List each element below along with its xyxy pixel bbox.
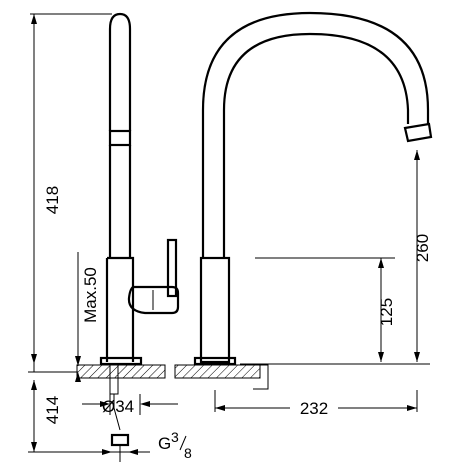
label-below-counter: 414 — [43, 396, 62, 424]
dimension-below-counter: 414 — [28, 380, 112, 453]
counter-edge — [253, 364, 269, 390]
side-lower-tube — [108, 145, 132, 258]
label-connection-g: G — [158, 434, 171, 453]
hose-connector — [110, 433, 130, 447]
side-lever-stem — [166, 238, 178, 298]
dimension-connection-thread: G 3 8 — [94, 429, 192, 461]
side-body — [105, 256, 135, 362]
side-aerator-ring — [108, 129, 132, 147]
front-base — [193, 356, 237, 366]
label-reach: 232 — [300, 399, 328, 418]
front-spout-outer — [201, 11, 430, 258]
dimension-max-thickness: Max.50 — [75, 252, 100, 382]
counter-hatch-right — [174, 364, 261, 379]
counter-hatch-left — [76, 364, 166, 379]
side-base — [99, 356, 143, 366]
dimension-spout-height: 260 — [240, 150, 432, 365]
label-max-thickness: Max.50 — [81, 267, 100, 323]
label-connection-numerator: 3 — [171, 429, 179, 445]
dimension-hole-diameter: Ø34 — [82, 394, 178, 416]
side-upper-tube — [108, 12, 132, 131]
dimension-total-height: 418 — [28, 13, 112, 373]
label-hole-diameter: Ø34 — [102, 397, 134, 416]
front-spout-outlet — [403, 122, 433, 143]
dimension-reach: 232 — [214, 390, 418, 418]
label-spout-height: 260 — [413, 234, 432, 262]
side-lever-handle — [127, 285, 180, 315]
supply-hose — [113, 394, 121, 431]
countertop-section — [76, 363, 269, 462]
label-outlet-height: 125 — [377, 298, 396, 326]
front-body — [199, 256, 231, 364]
label-total-height: 418 — [43, 186, 62, 214]
front-outlet-face — [407, 136, 430, 142]
front-spout-inner — [222, 32, 410, 258]
faucet-front-view — [193, 11, 433, 366]
faucet-side-view — [99, 12, 180, 366]
dimension-outlet-height: 125 — [255, 257, 396, 362]
label-connection-denominator: 8 — [184, 445, 192, 461]
